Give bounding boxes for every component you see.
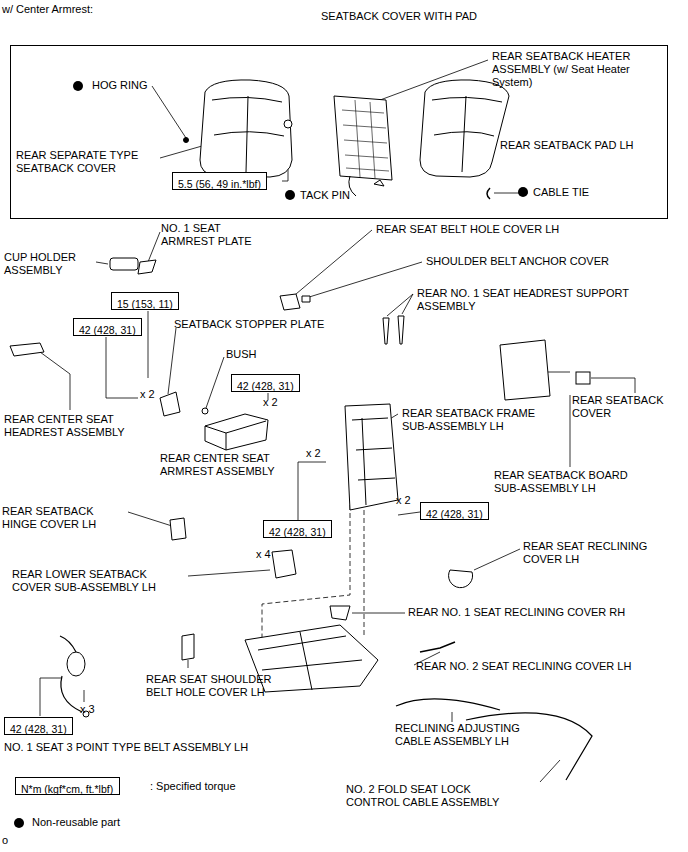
torque-box: 5.5 (56, 49 in.*lbf) bbox=[172, 172, 267, 190]
part-label: CABLE TIE bbox=[533, 186, 589, 199]
part-label: REAR CENTER SEAT ARMREST ASSEMBLY bbox=[160, 452, 300, 478]
torque-box: N*m (kgf*cm, ft.*lbf) bbox=[15, 777, 120, 795]
torque-value: 42 (428, 31) bbox=[426, 507, 483, 521]
part-label: REAR SEATBACK HINGE COVER LH bbox=[2, 505, 127, 531]
part-label: REAR SEATBACK PAD LH bbox=[500, 139, 633, 152]
part-label: REAR SEATBACK HEATER ASSEMBLY (w/ Seat H… bbox=[492, 50, 652, 89]
part-label: o bbox=[2, 834, 8, 847]
part-label: NO. 1 SEAT ARMREST PLATE bbox=[161, 222, 266, 248]
part-label: x 4 bbox=[256, 548, 271, 561]
part-label: NO. 2 FOLD SEAT LOCK CONTROL CABLE ASSEM… bbox=[346, 783, 521, 809]
legend-text: Non-reusable part bbox=[32, 816, 120, 829]
nonreusable-dots bbox=[73, 81, 528, 200]
torque-box: 42 (428, 31) bbox=[4, 717, 73, 735]
part-label: REAR NO. 2 SEAT RECLINING COVER LH bbox=[416, 660, 631, 673]
torque-box: 42 (428, 31) bbox=[420, 502, 489, 520]
torque-box: 15 (153, 11) bbox=[111, 292, 179, 310]
part-label: REAR SEATBACK COVER bbox=[572, 394, 677, 420]
part-label: : Specified torque bbox=[150, 780, 236, 793]
torque-box: 42 (428, 31) bbox=[73, 318, 142, 336]
legend-swatch bbox=[14, 818, 24, 828]
torque-value: 42 (428, 31) bbox=[79, 323, 136, 337]
part-label: REAR NO. 1 SEAT HEADREST SUPPORT ASSEMBL… bbox=[417, 287, 662, 313]
assembly-lines bbox=[262, 505, 364, 640]
part-label: x 2 bbox=[396, 494, 411, 507]
torque-box: 42 (428, 31) bbox=[231, 374, 300, 392]
part-label: x 2 bbox=[140, 388, 155, 401]
torque-value: 42 (428, 31) bbox=[269, 525, 326, 539]
part-label: NO. 1 SEAT 3 POINT TYPE BELT ASSEMBLY LH bbox=[4, 741, 248, 754]
torque-box: 42 (428, 31) bbox=[263, 520, 332, 538]
part-label: REAR CENTER SEAT HEADREST ASSEMBLY bbox=[4, 413, 144, 439]
part-label: REAR SEATBACK BOARD SUB-ASSEMBLY LH bbox=[494, 469, 654, 495]
part-label: BUSH bbox=[226, 348, 257, 361]
part-label: w/ Center Armrest: bbox=[2, 3, 93, 16]
part-label: RECLINING ADJUSTING CABLE ASSEMBLY LH bbox=[395, 722, 545, 748]
part-label: REAR SEATBACK FRAME SUB-ASSEMBLY LH bbox=[402, 407, 557, 433]
part-label: x 2 bbox=[263, 396, 278, 409]
part-label: REAR LOWER SEATBACK COVER SUB-ASSEMBLY L… bbox=[12, 568, 182, 594]
legend-swatch-svg bbox=[13, 817, 25, 829]
part-label: HOG RING bbox=[92, 79, 148, 92]
part-label: SHOULDER BELT ANCHOR COVER bbox=[426, 255, 609, 268]
part-label: REAR NO. 1 SEAT RECLINING COVER RH bbox=[408, 606, 625, 619]
torque-value: 15 (153, 11) bbox=[117, 297, 173, 311]
part-label: x 2 bbox=[306, 447, 321, 460]
part-label: REAR SEPARATE TYPE SEATBACK COVER bbox=[16, 149, 176, 175]
part-label: CUP HOLDER ASSEMBLY bbox=[4, 251, 99, 277]
part-label: SEATBACK STOPPER PLATE bbox=[174, 318, 324, 331]
leader-lines bbox=[40, 60, 635, 782]
part-label: REAR SEAT SHOULDER BELT HOLE COVER LH bbox=[146, 673, 286, 699]
part-label: x 3 bbox=[80, 703, 95, 716]
part-label: REAR SEAT BELT HOLE COVER LH bbox=[376, 223, 559, 236]
torque-value: 42 (428, 31) bbox=[10, 722, 67, 736]
part-label: REAR SEAT RECLINING COVER LH bbox=[523, 540, 663, 566]
group-heading: SEATBACK COVER WITH PAD bbox=[321, 9, 477, 23]
torque-value: N*m (kgf*cm, ft.*lbf) bbox=[21, 782, 113, 796]
part-label: TACK PIN bbox=[300, 189, 350, 202]
torque-value: 5.5 (56, 49 in.*lbf) bbox=[178, 177, 261, 191]
torque-value: 42 (428, 31) bbox=[237, 379, 294, 393]
